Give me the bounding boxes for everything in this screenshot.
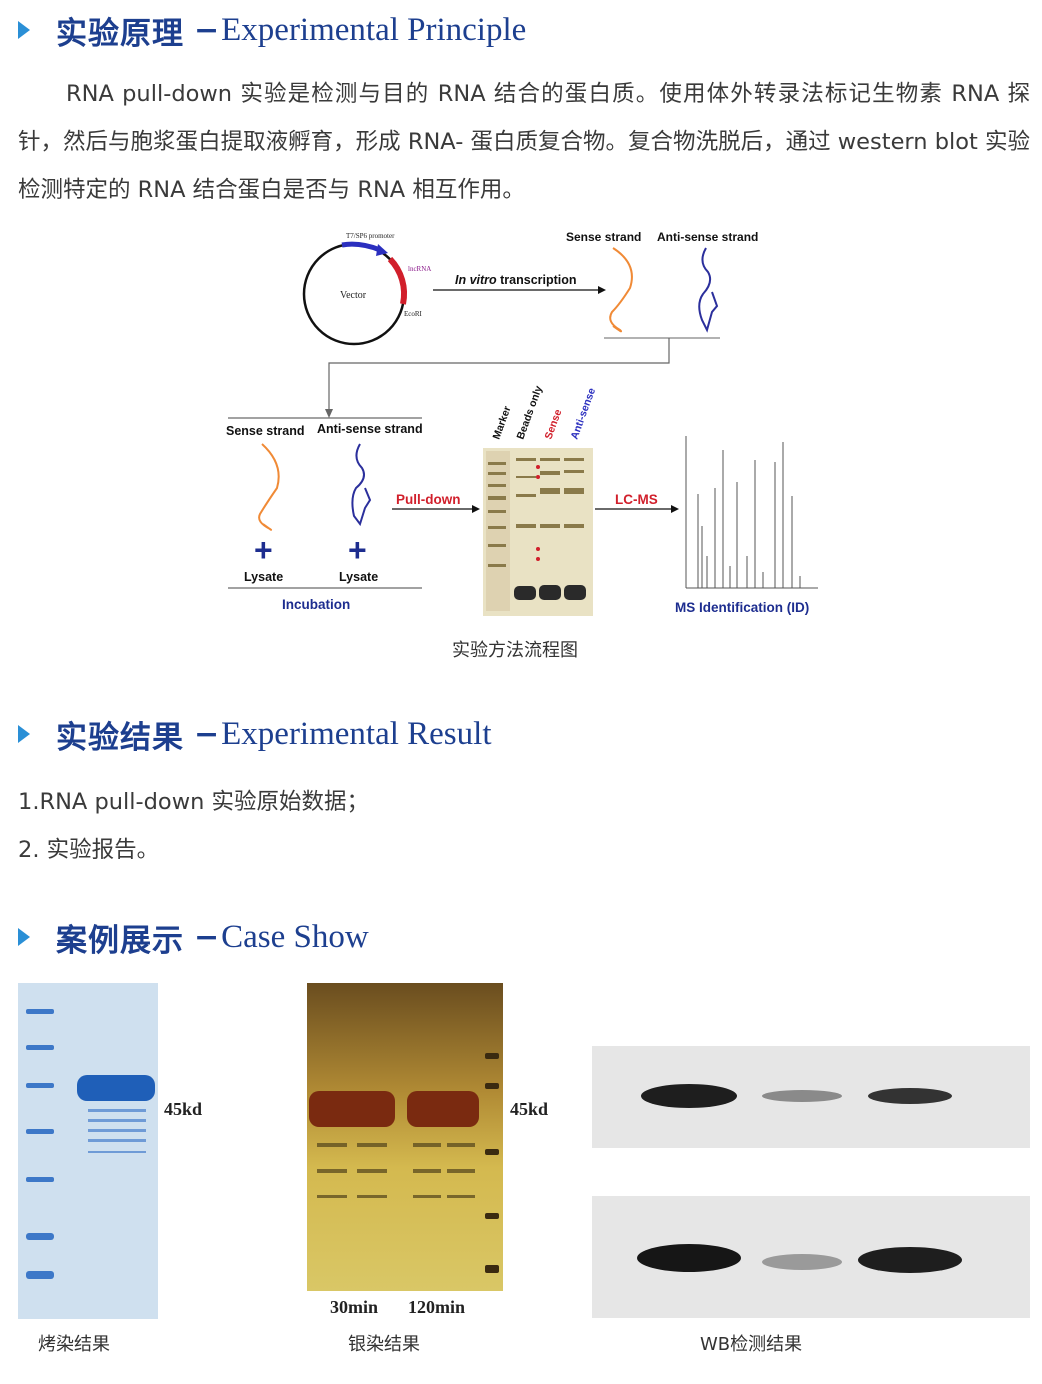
incubation-label: Incubation — [282, 597, 350, 612]
section-header-principle: 实验原理 − Experimental Principle — [18, 8, 526, 52]
plus-sign-left: + — [254, 532, 273, 568]
section-title-cn: 实验原理 — [56, 15, 184, 52]
result-item-1: 1.RNA pull-down 实验原始数据； — [18, 789, 370, 815]
ms-spectrum — [685, 436, 818, 589]
wb-blot-top — [592, 1046, 1030, 1148]
sense-strand-top — [609, 247, 633, 333]
coomassie-caption: 烤染结果 — [38, 1334, 110, 1355]
vector-label: Vector — [340, 290, 367, 301]
principle-paragraph: RNA pull-down 实验是检测与目的 RNA 结合的蛋白质。使用体外转录… — [18, 81, 1030, 203]
section-title-dash: − — [194, 919, 220, 955]
lcms-label: LC-MS — [615, 492, 658, 507]
lane-label-marker: Marker — [491, 405, 514, 441]
section-header-result: 实验结果 − Experimental Result — [18, 712, 492, 756]
transcription-label: In vitro transcription — [455, 273, 577, 287]
workflow-diagram: Vector T7/SP6 promoter lncRNA EcoRI In v… — [226, 230, 818, 616]
diagram-caption: 实验方法流程图 — [452, 640, 578, 661]
promoter-arrow — [341, 241, 381, 253]
result-item-2: 2. 实验报告。 — [18, 837, 160, 863]
sense-strand — [258, 443, 280, 531]
lysate-label-left: Lysate — [244, 570, 283, 584]
lysate-label-right: Lysate — [339, 570, 378, 584]
pulldown-label: Pull-down — [396, 492, 461, 507]
triangle-bullet-icon — [18, 725, 30, 743]
ms-identification-label: MS Identification (ID) — [675, 600, 809, 615]
sense-strand-label-top: Sense strand — [566, 230, 641, 244]
triangle-bullet-icon — [18, 928, 30, 946]
section-title-dash: − — [194, 12, 220, 48]
coomassie-gel-image — [18, 983, 158, 1319]
sense-strand-label: Sense strand — [226, 424, 305, 438]
section-title-cn: 案例展示 — [56, 922, 184, 959]
silver-caption: 银染结果 — [348, 1334, 420, 1355]
lane-label-sense: Sense — [543, 408, 565, 441]
triangle-bullet-icon — [18, 21, 30, 39]
silver-gel-image — [307, 983, 503, 1291]
lncrna-label: lncRNA — [408, 265, 431, 273]
wb-blot-bottom — [592, 1196, 1030, 1318]
promoter-label: T7/SP6 promoter — [346, 232, 395, 240]
silver-gel-diagram — [483, 448, 593, 616]
plus-sign-right: + — [348, 532, 367, 568]
silver-time-label-120: 120min — [408, 1297, 466, 1317]
lane-label-beads: Beads only — [515, 384, 545, 441]
lncrna-insert — [387, 256, 408, 305]
section-title-en: Case Show — [221, 918, 369, 955]
silver-time-label-30: 30min — [330, 1297, 379, 1317]
antisense-strand-label: Anti-sense strand — [317, 422, 423, 436]
wb-caption: WB检测结果 — [700, 1334, 803, 1355]
antisense-strand-top — [698, 247, 719, 333]
antisense-strand-label-top: Anti-sense strand — [657, 230, 758, 244]
section-title-dash: − — [194, 716, 220, 752]
silver-band-label: 45kd — [510, 1099, 549, 1119]
lane-label-antisense: Anti-sense — [569, 386, 599, 441]
section-header-case: 案例展示 − Case Show — [18, 915, 369, 959]
section-title-en: Experimental Result — [221, 715, 492, 752]
section-title-cn: 实验结果 — [56, 719, 184, 756]
antisense-strand — [351, 443, 372, 527]
ecori-label: EcoRI — [404, 310, 423, 318]
coomassie-band-label: 45kd — [164, 1099, 203, 1119]
section-title-en: Experimental Principle — [221, 11, 527, 48]
